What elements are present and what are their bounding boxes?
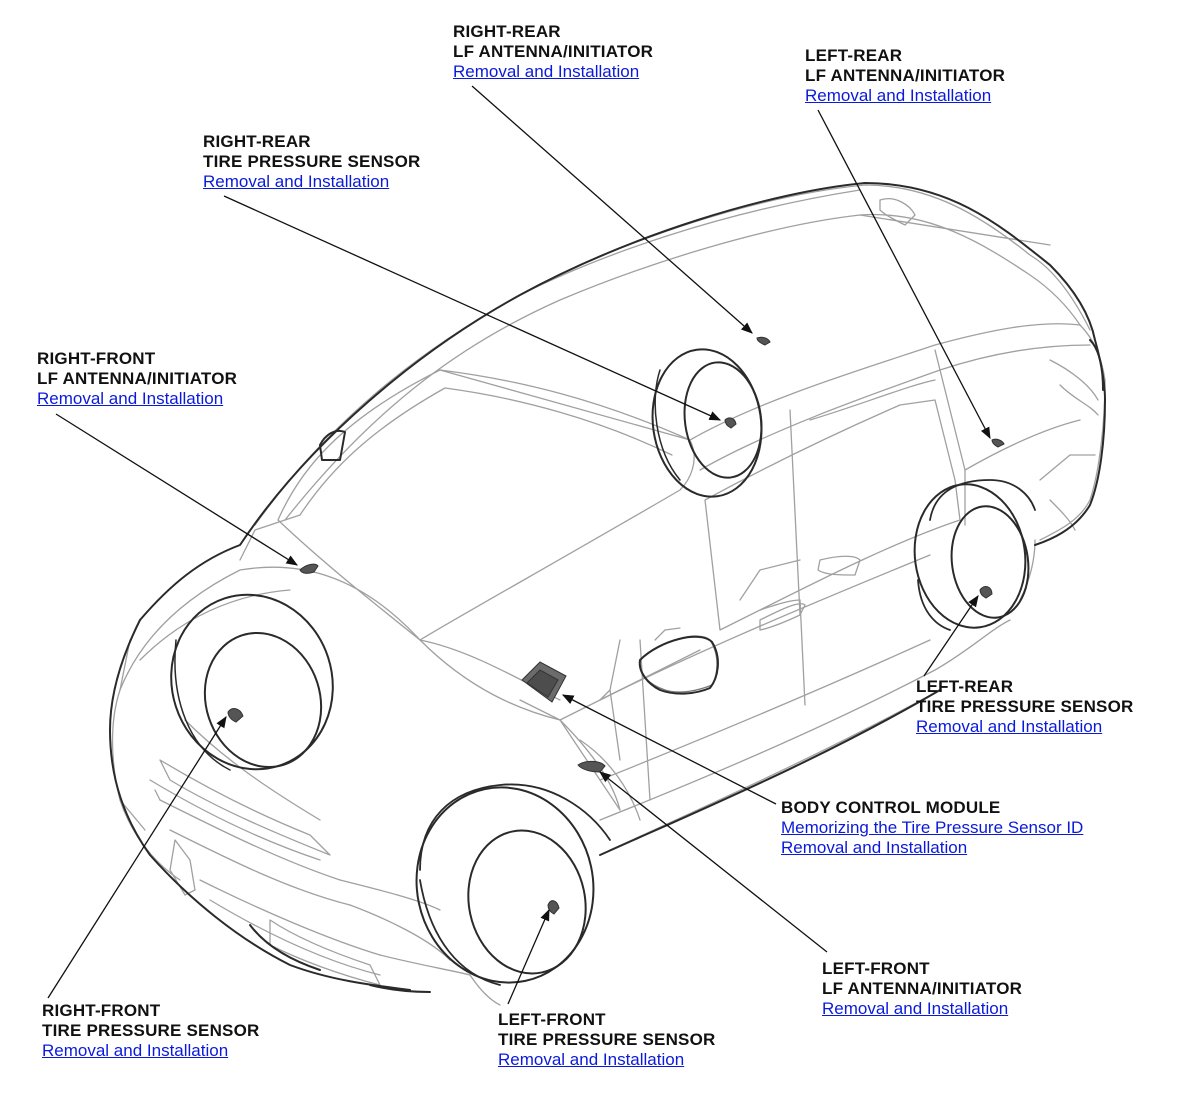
callout-right-rear-antenna: RIGHT-REAR LF ANTENNA/INITIATOR Removal …: [453, 22, 653, 82]
leader-rf-sensor: [47, 716, 227, 999]
removal-installation-link[interactable]: Removal and Installation: [916, 717, 1103, 736]
callout-title-line1: RIGHT-REAR: [453, 22, 561, 41]
callout-title-line2: TIRE PRESSURE SENSOR: [42, 1021, 260, 1040]
callout-title-line1: RIGHT-FRONT: [42, 1001, 161, 1020]
callout-title-line1: RIGHT-FRONT: [37, 349, 156, 368]
leader-rf-antenna: [55, 413, 298, 566]
callout-left-front-sensor: LEFT-FRONT TIRE PRESSURE SENSOR Removal …: [498, 1010, 716, 1070]
callout-title-line2: LF ANTENNA/INITIATOR: [453, 42, 654, 61]
callout-title-line1: LEFT-FRONT: [822, 959, 930, 978]
lr-sensor-component-icon: [979, 586, 993, 599]
component-markers: [227, 336, 1005, 915]
removal-installation-link[interactable]: Removal and Installation: [453, 62, 640, 81]
rr-antenna-component-icon: [756, 336, 771, 346]
callout-title-line2: LF ANTENNA/INITIATOR: [37, 369, 238, 388]
callout-title-line1: RIGHT-REAR: [203, 132, 311, 151]
leader-bcm: [561, 694, 777, 805]
leader-lf-antenna: [599, 771, 828, 953]
callout-body-control-module: BODY CONTROL MODULE Memorizing the Tire …: [781, 798, 1083, 858]
memorize-sensor-id-link[interactable]: Memorizing the Tire Pressure Sensor ID: [781, 818, 1084, 837]
leader-lr-antenna: [817, 109, 991, 440]
removal-installation-link[interactable]: Removal and Installation: [822, 999, 1009, 1018]
rr-sensor-component-icon: [724, 417, 737, 429]
leader-lf-sensor: [507, 908, 550, 1005]
callout-title-line1: LEFT-FRONT: [498, 1010, 606, 1029]
vehicle-outline: [109, 182, 1106, 993]
callout-title-line1: LEFT-REAR: [805, 46, 903, 65]
removal-installation-link[interactable]: Removal and Installation: [805, 86, 992, 105]
callout-title-line1: LEFT-REAR: [916, 677, 1014, 696]
callout-right-front-antenna: RIGHT-FRONT LF ANTENNA/INITIATOR Removal…: [37, 349, 237, 409]
lf-sensor-component-icon: [547, 900, 560, 915]
minivan-icon: [111, 184, 1106, 1006]
removal-installation-link[interactable]: Removal and Installation: [37, 389, 224, 408]
callout-title-line2: TIRE PRESSURE SENSOR: [203, 152, 421, 171]
removal-installation-link[interactable]: Removal and Installation: [781, 838, 968, 857]
leader-rr-sensor: [223, 195, 722, 421]
callout-title-line2: LF ANTENNA/INITIATOR: [805, 66, 1006, 85]
rf-sensor-component-icon: [227, 708, 244, 723]
callout-left-front-antenna: LEFT-FRONT LF ANTENNA/INITIATOR Removal …: [822, 959, 1022, 1019]
callout-right-front-sensor: RIGHT-FRONT TIRE PRESSURE SENSOR Removal…: [42, 1001, 260, 1061]
callout-left-rear-antenna: LEFT-REAR LF ANTENNA/INITIATOR Removal a…: [805, 46, 1005, 106]
callout-title-line2: TIRE PRESSURE SENSOR: [498, 1030, 716, 1049]
callout-right-rear-sensor: RIGHT-REAR TIRE PRESSURE SENSOR Removal …: [203, 132, 421, 192]
leader-lines: [47, 85, 991, 1005]
bcm-component-icon: [521, 661, 567, 703]
removal-installation-link[interactable]: Removal and Installation: [203, 172, 390, 191]
removal-installation-link[interactable]: Removal and Installation: [498, 1050, 685, 1069]
rf-antenna-component-icon: [299, 563, 319, 574]
leader-rr-antenna: [471, 85, 753, 334]
callout-title-line1: BODY CONTROL MODULE: [781, 798, 1001, 817]
callout-title-line2: LF ANTENNA/INITIATOR: [822, 979, 1023, 998]
lr-antenna-component-icon: [991, 438, 1005, 448]
lf-antenna-component-icon: [577, 760, 606, 773]
removal-installation-link[interactable]: Removal and Installation: [42, 1041, 229, 1060]
leader-lr-sensor: [923, 595, 979, 677]
callout-left-rear-sensor: LEFT-REAR TIRE PRESSURE SENSOR Removal a…: [916, 677, 1134, 737]
callout-title-line2: TIRE PRESSURE SENSOR: [916, 697, 1134, 716]
